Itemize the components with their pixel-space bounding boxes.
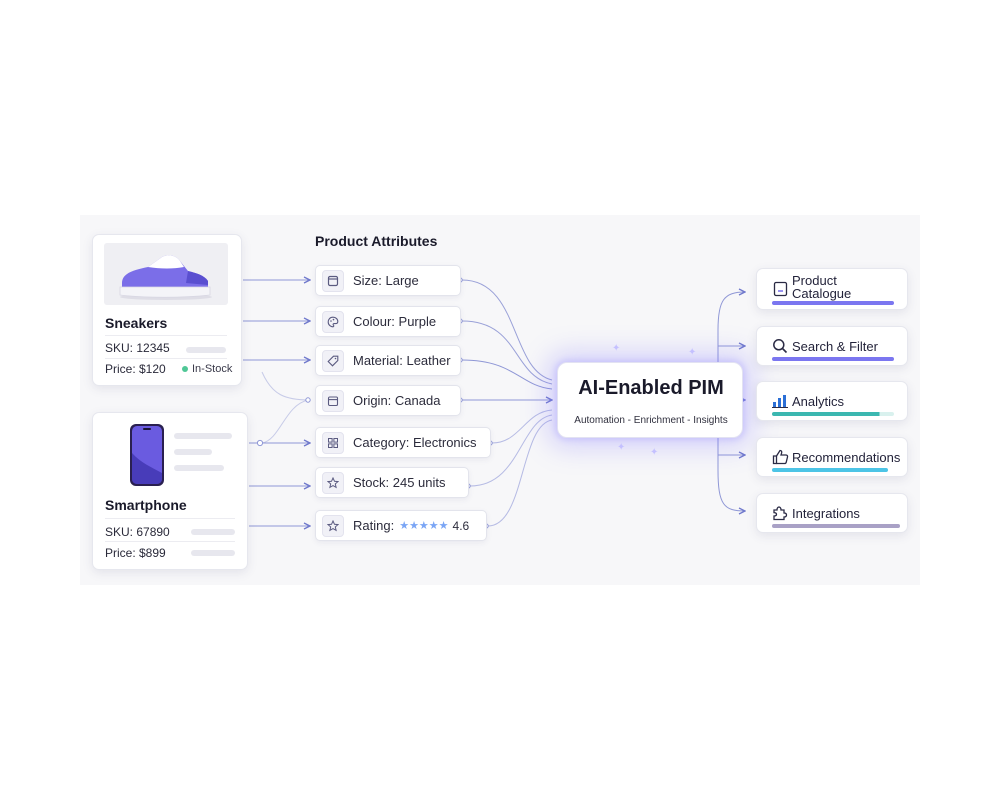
rating-stars-icon: ★★★★★ — [399, 519, 448, 532]
attribute-label: Origin: Canada — [353, 393, 440, 408]
placeholder-bar — [174, 449, 212, 455]
placeholder-bar — [174, 433, 232, 439]
divider — [105, 518, 235, 519]
product-price: Price: $899 — [105, 546, 166, 560]
tag-square-icon — [322, 270, 344, 292]
star-outline-icon — [322, 515, 344, 537]
divider — [105, 541, 235, 542]
attribute-label: Category: Electronics — [353, 435, 477, 450]
attribute-label: Stock: 245 units — [353, 475, 446, 490]
hub-subtitle: Automation - Enrichment - Insights — [558, 415, 744, 426]
output-label-line: Catalogue — [792, 286, 851, 301]
attribute-chip-category[interactable]: Category: Electronics — [315, 427, 491, 458]
placeholder-bar — [191, 529, 235, 535]
bar-chart-icon — [771, 392, 789, 410]
label-tag-icon — [322, 350, 344, 372]
star-outline-icon — [322, 472, 344, 494]
output-label: Integrations — [792, 506, 860, 521]
output-integrations[interactable]: Integrations — [756, 493, 908, 533]
output-label: Analytics — [792, 394, 844, 409]
attribute-chip-size[interactable]: Size: Large — [315, 265, 461, 296]
output-bar — [772, 412, 894, 416]
attribute-chip-rating[interactable]: Rating: ★★★★★ 4.6 — [315, 510, 487, 541]
status-dot-icon — [182, 366, 188, 372]
attribute-label: Rating: — [353, 518, 394, 533]
rating-value: 4.6 — [453, 519, 470, 533]
attribute-chip-colour[interactable]: Colour: Purple — [315, 306, 461, 337]
sparkle-icon: ✦ — [650, 447, 658, 458]
sparkle-icon: ✦ — [612, 343, 620, 354]
pim-hub[interactable]: AI-Enabled PIM Automation - Enrichment -… — [557, 362, 743, 438]
grid-icon — [322, 432, 344, 454]
thumbs-up-icon — [771, 448, 789, 466]
sparkle-icon: ✦ — [617, 442, 625, 453]
output-bar — [772, 524, 900, 528]
attribute-label: Size: Large — [353, 273, 419, 288]
output-search-filter[interactable]: Search & Filter — [756, 326, 908, 366]
hub-title: AI-Enabled PIM — [558, 377, 744, 400]
product-card-smartphone[interactable]: Smartphone SKU: 67890 Price: $899 — [92, 412, 248, 570]
output-bar — [772, 357, 894, 361]
attribute-chip-origin[interactable]: Origin: Canada — [315, 385, 461, 416]
smartphone-image — [129, 423, 165, 492]
product-name: Smartphone — [105, 497, 187, 513]
output-analytics[interactable]: Analytics — [756, 381, 908, 421]
output-recommendations[interactable]: Recommendations — [756, 437, 908, 477]
product-price: Price: $120 — [105, 362, 166, 376]
divider — [105, 335, 227, 336]
output-bar — [772, 468, 888, 472]
attribute-chip-stock[interactable]: Stock: 245 units — [315, 467, 469, 498]
output-label: Recommendations — [792, 450, 900, 465]
output-bar — [772, 301, 894, 305]
placeholder-bar — [174, 465, 224, 471]
attribute-chip-material[interactable]: Material: Leather — [315, 345, 461, 376]
placeholder-bar — [191, 550, 235, 556]
puzzle-icon — [771, 504, 789, 522]
output-label: Search & Filter — [792, 339, 878, 354]
product-sku: SKU: 12345 — [105, 341, 170, 355]
palette-icon — [322, 311, 344, 333]
product-name: Sneakers — [105, 315, 167, 331]
attribute-label: Material: Leather — [353, 353, 451, 368]
divider — [105, 358, 227, 359]
stock-badge: In-Stock — [182, 363, 232, 375]
attribute-label: Colour: Purple — [353, 314, 436, 329]
stock-label: In-Stock — [192, 363, 232, 375]
sneaker-image — [104, 243, 228, 305]
product-sku: SKU: 67890 — [105, 525, 170, 539]
sparkle-icon: ✦ — [688, 347, 696, 358]
document-icon — [771, 280, 789, 298]
attributes-heading: Product Attributes — [315, 233, 437, 249]
placeholder-bar — [186, 347, 226, 353]
product-card-sneakers[interactable]: Sneakers SKU: 12345 Price: $120 In-Stock — [92, 234, 242, 386]
search-icon — [771, 337, 789, 355]
calendar-icon — [322, 390, 344, 412]
